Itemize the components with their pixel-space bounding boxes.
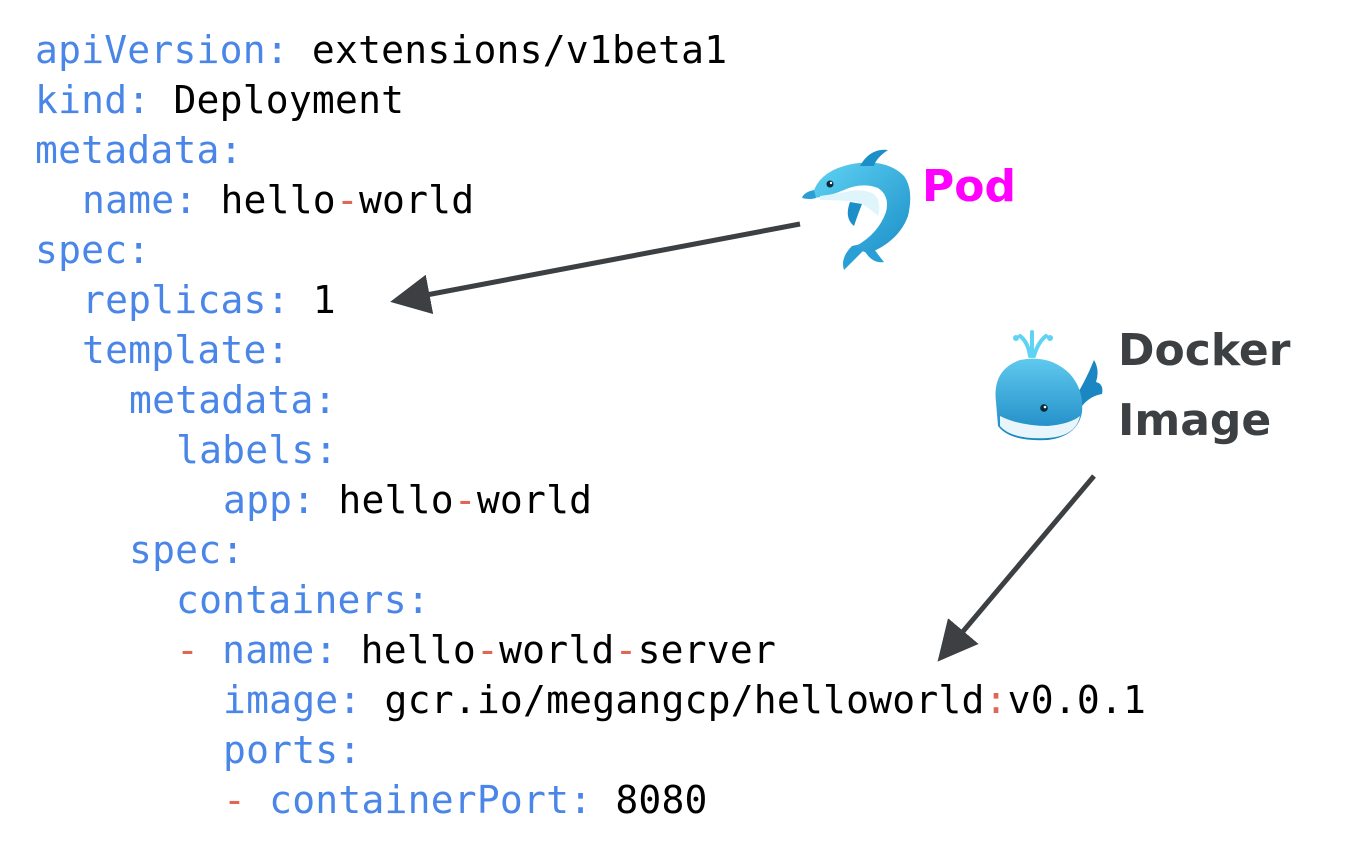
yaml-key: template: xyxy=(82,328,290,372)
yaml-value: world xyxy=(476,478,593,522)
yaml-key: name: xyxy=(82,178,198,222)
code-line: labels: xyxy=(176,425,338,475)
docker-image-label: Docker Image xyxy=(1118,316,1290,456)
yaml-punctuation: : xyxy=(984,678,1008,722)
code-line: metadata: xyxy=(35,125,243,175)
code-line: ports: xyxy=(223,725,361,775)
yaml-value: server xyxy=(637,628,777,672)
yaml-key: containers: xyxy=(176,578,430,622)
code-line: spec: xyxy=(35,225,150,275)
yaml-key: containerPort: xyxy=(269,778,593,822)
yaml-key: spec: xyxy=(129,528,245,572)
yaml-key: spec: xyxy=(35,228,151,272)
code-line: app: hello-world xyxy=(223,475,592,525)
code-line: kind: Deployment xyxy=(35,75,404,125)
yaml-key: metadata: xyxy=(129,378,337,422)
yaml-value: hello xyxy=(197,178,336,222)
yaml-punctuation: - xyxy=(335,178,359,222)
dolphin-icon xyxy=(802,149,911,270)
yaml-value: gcr.io/megangcp/helloworld xyxy=(361,678,985,722)
code-line: image: gcr.io/megangcp/helloworld:v0.0.1 xyxy=(223,675,1146,725)
yaml-key: kind: xyxy=(35,78,151,122)
yaml-punctuation: - xyxy=(476,628,500,672)
whale-icon xyxy=(995,330,1103,441)
docker-arrow xyxy=(937,474,1096,662)
yaml-key: replicas: xyxy=(82,278,290,322)
yaml-punctuation: - xyxy=(453,478,477,522)
yaml-value: hello xyxy=(315,478,454,522)
docker-label-line2: Image xyxy=(1118,395,1272,446)
code-line: name: hello-world xyxy=(82,175,474,225)
yaml-punctuation: - xyxy=(614,628,638,672)
yaml-key: metadata: xyxy=(35,128,243,172)
code-line: spec: xyxy=(129,525,244,575)
yaml-value: 8080 xyxy=(592,778,708,822)
yaml-key: apiVersion: xyxy=(35,28,289,72)
yaml-punctuation: - xyxy=(176,628,223,672)
code-line: metadata: xyxy=(129,375,337,425)
yaml-value: hello xyxy=(337,628,477,672)
code-line: - containerPort: 8080 xyxy=(223,775,708,825)
pod-label: Pod xyxy=(922,161,1016,212)
yaml-key: labels: xyxy=(176,428,338,472)
yaml-key: name: xyxy=(222,628,338,672)
pod-arrow xyxy=(390,221,801,315)
yaml-value: 1 xyxy=(289,278,336,322)
code-line: template: xyxy=(82,325,290,375)
yaml-value: world xyxy=(358,178,475,222)
yaml-value: v0.0.1 xyxy=(1007,678,1147,722)
code-line: - name: hello-world-server xyxy=(176,625,776,675)
code-line: apiVersion: extensions/v1beta1 xyxy=(35,25,727,75)
yaml-value: extensions/v1beta1 xyxy=(288,28,728,72)
yaml-key: app: xyxy=(223,478,316,522)
yaml-punctuation: - xyxy=(223,778,270,822)
yaml-value: world xyxy=(499,628,615,672)
docker-label-line1: Docker xyxy=(1118,325,1291,376)
code-line: containers: xyxy=(176,575,430,625)
yaml-key: ports: xyxy=(223,728,362,772)
yaml-key: image: xyxy=(223,678,362,722)
code-line: replicas: 1 xyxy=(82,275,336,325)
yaml-value: Deployment xyxy=(150,78,405,122)
